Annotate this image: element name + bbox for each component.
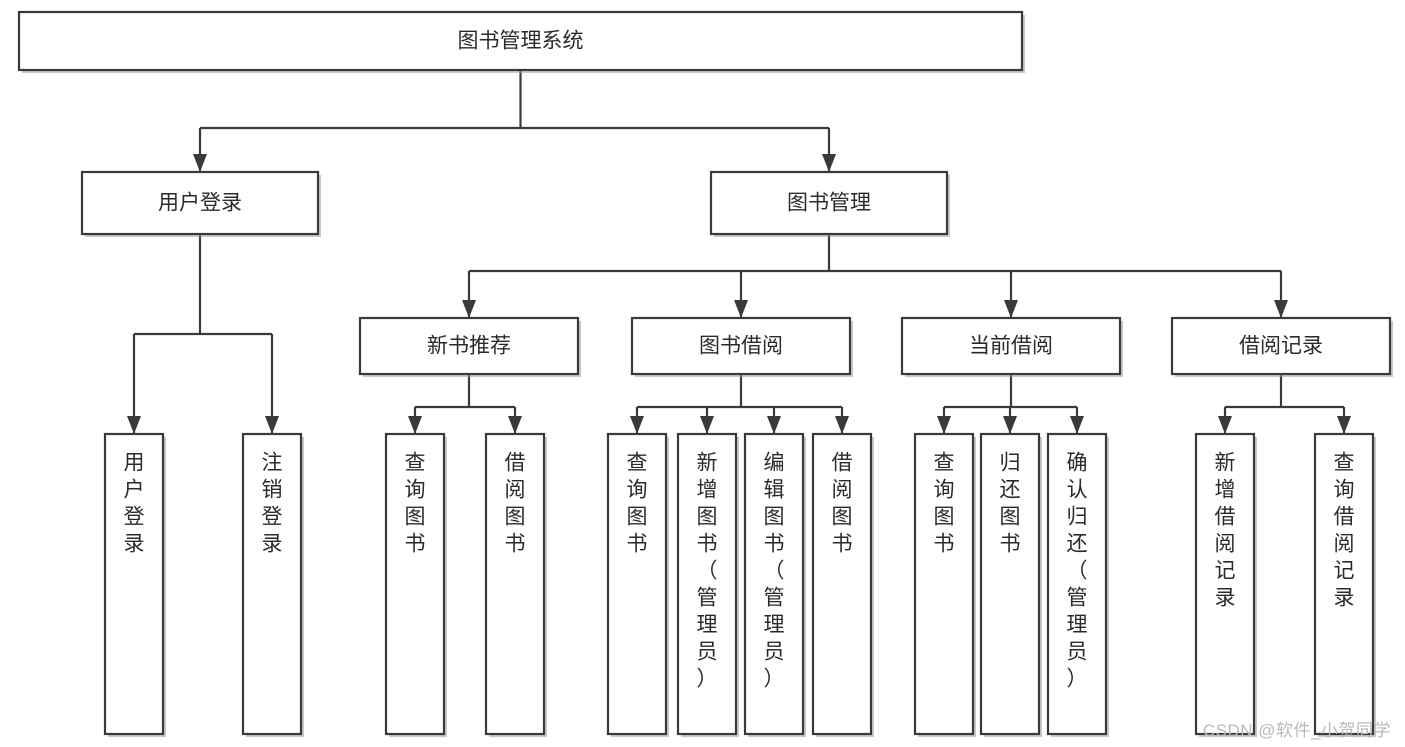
arrow-head-icon (265, 416, 279, 434)
node-box (979, 432, 1041, 736)
node-label: 查询借阅记录 (1334, 452, 1355, 610)
diagram-node-leaf-3[interactable]: 借阅图书 (484, 432, 547, 737)
node-label: 用户登录 (124, 452, 145, 556)
arrow-head-icon (1070, 416, 1084, 434)
diagram-node-leaf-2[interactable]: 查询图书 (384, 432, 447, 737)
diagram-node-leaf-6[interactable]: 编辑图书（管理员） (743, 432, 806, 737)
node-box (241, 432, 303, 736)
arrow-head-icon (193, 154, 207, 172)
node-label: 用户登录 (158, 192, 242, 215)
node-label: 图书管理 (787, 192, 871, 215)
node-box (484, 432, 546, 736)
node-box (676, 432, 738, 736)
node-box (913, 432, 975, 736)
diagram-node-l3-3[interactable]: 借阅记录 (1170, 316, 1393, 377)
node-label: 图书管理系统 (458, 30, 584, 53)
node-label: 注销登录 (262, 452, 283, 556)
watermark-label: CSDN @软件_小贺同学 (1202, 721, 1391, 740)
diagram-node-l3-0[interactable]: 新书推荐 (358, 316, 581, 377)
node-box (900, 316, 1122, 376)
arrow-head-icon (1003, 416, 1017, 434)
connector-layer (127, 70, 1351, 434)
node-box (17, 10, 1024, 72)
arrow-head-icon (937, 416, 951, 434)
diagram-node-l3-2[interactable]: 当前借阅 (900, 316, 1123, 377)
node-label: 编辑图书（管理员） (764, 452, 785, 691)
diagram-node-leaf-8[interactable]: 查询图书 (913, 432, 976, 737)
diagram-node-l2-0[interactable]: 用户登录 (80, 170, 321, 237)
arrow-head-icon (700, 416, 714, 434)
diagram-node-leaf-12[interactable]: 查询借阅记录 (1313, 432, 1376, 737)
node-label: 借阅图书 (832, 452, 853, 556)
arrow-head-icon (508, 416, 522, 434)
arrow-head-icon (408, 416, 422, 434)
node-box (1170, 316, 1392, 376)
arrow-head-icon (1004, 300, 1018, 318)
diagram-node-l2-1[interactable]: 图书管理 (709, 170, 950, 237)
node-layer: 图书管理系统用户登录图书管理新书推荐图书借阅当前借阅借阅记录用户登录注销登录查询… (17, 10, 1393, 737)
node-box (1194, 432, 1256, 736)
node-label: 新增借阅记录 (1215, 452, 1236, 610)
diagram-node-root-0[interactable]: 图书管理系统 (17, 10, 1025, 73)
node-box (743, 432, 805, 736)
diagram-node-l3-1[interactable]: 图书借阅 (630, 316, 853, 377)
node-label: 归还图书 (1000, 452, 1021, 556)
node-box (811, 432, 873, 736)
node-box (606, 432, 668, 736)
node-box (709, 170, 949, 236)
arrow-head-icon (767, 416, 781, 434)
arrow-head-icon (835, 416, 849, 434)
arrow-head-icon (462, 300, 476, 318)
node-box (103, 432, 165, 736)
arrow-head-icon (1337, 416, 1351, 434)
arrow-head-icon (734, 300, 748, 318)
node-box (80, 170, 320, 236)
diagram-node-leaf-1[interactable]: 注销登录 (241, 432, 304, 737)
arrow-head-icon (822, 154, 836, 172)
node-label: 查询图书 (405, 452, 426, 556)
node-label: 图书借阅 (699, 335, 783, 358)
node-box (630, 316, 852, 376)
arrow-head-icon (630, 416, 644, 434)
diagram-node-leaf-7[interactable]: 借阅图书 (811, 432, 874, 737)
node-box (1046, 432, 1108, 736)
diagram-node-leaf-11[interactable]: 新增借阅记录 (1194, 432, 1257, 737)
diagram-node-leaf-5[interactable]: 新增图书（管理员） (676, 432, 739, 737)
node-label: 查询图书 (934, 452, 955, 556)
arrow-head-icon (1218, 416, 1232, 434)
node-label: 新书推荐 (427, 335, 511, 358)
node-label: 新增图书（管理员） (697, 452, 718, 691)
node-label: 当前借阅 (969, 335, 1053, 358)
diagram-node-leaf-10[interactable]: 确认归还（管理员） (1046, 432, 1109, 737)
node-label: 借阅图书 (505, 452, 526, 556)
node-label: 查询图书 (627, 452, 648, 556)
diagram-node-leaf-9[interactable]: 归还图书 (979, 432, 1042, 737)
node-box (1313, 432, 1375, 736)
arrow-head-icon (127, 416, 141, 434)
diagram-node-leaf-4[interactable]: 查询图书 (606, 432, 669, 737)
diagram-node-leaf-0[interactable]: 用户登录 (103, 432, 166, 737)
node-box (358, 316, 580, 376)
arrow-head-icon (1274, 300, 1288, 318)
node-label: 借阅记录 (1239, 335, 1323, 358)
node-box (384, 432, 446, 736)
node-label: 确认归还（管理员） (1067, 452, 1088, 691)
